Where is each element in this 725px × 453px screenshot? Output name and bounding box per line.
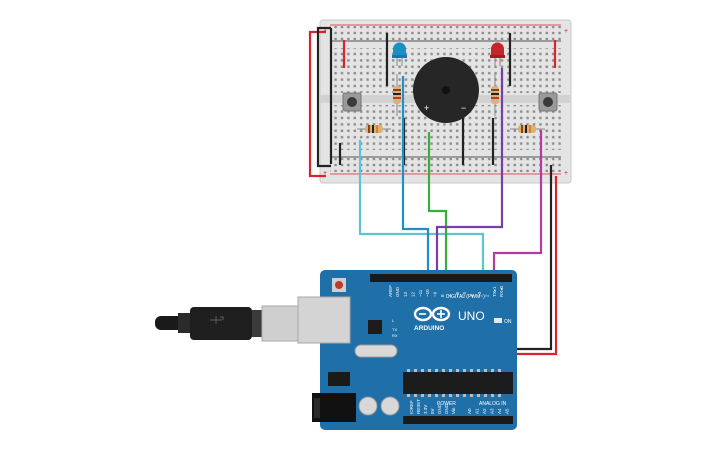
model-label: UNO: [458, 309, 485, 323]
pin-label: IOREF: [409, 400, 414, 414]
tx-label: TX: [392, 327, 397, 332]
pin-label: 8: [440, 294, 445, 297]
usb-cable: [155, 305, 299, 342]
pin-label: GND: [437, 403, 442, 414]
pin-label: Vin: [451, 407, 456, 414]
pin-label: TX▸1: [492, 286, 497, 297]
push-button-right[interactable]: [538, 92, 558, 112]
usb-symbol-icon: [210, 316, 224, 324]
resistor-button-left: [357, 125, 391, 133]
wire-green: [427, 132, 448, 270]
pin-label: 2: [484, 294, 489, 297]
led-red: [490, 42, 505, 66]
pin-label: 12: [410, 291, 415, 297]
resistor-blue-led: [393, 74, 401, 116]
arduino-uno-board: ON ARDUINO UNO DIGITAL (PWM~) ANALOG IN …: [297, 270, 517, 430]
pin-label: A3: [490, 408, 495, 414]
buzzer-plus-label: +: [424, 103, 429, 113]
piezo-buzzer: + −: [413, 57, 479, 123]
top-power-rail: [330, 26, 561, 40]
atmega-chip: [403, 372, 513, 394]
power-header-label: POWER: [437, 401, 456, 407]
usb-chip: [368, 320, 382, 334]
usb-port: [297, 296, 351, 344]
pin-label: ~6: [455, 291, 460, 297]
bottom-power-rail: [330, 158, 561, 172]
pin-label: A0: [467, 408, 472, 414]
pin-label: AREF: [388, 285, 393, 297]
wire-rail-black-left: [316, 26, 331, 168]
digital-header-label: DIGITAL (PWM~): [446, 294, 485, 300]
pin-label: A5: [505, 408, 510, 414]
on-led: [494, 318, 502, 323]
analog-header-label: ANALOG IN: [479, 401, 507, 407]
wire-magenta: [492, 130, 543, 270]
power-analog-header: [403, 416, 513, 424]
wire-cyan: [358, 140, 485, 270]
wire-blue: [401, 76, 430, 270]
pin-label: A1: [475, 408, 480, 414]
resistor-red-led: [491, 74, 499, 116]
rail-plus-label: +: [564, 28, 568, 35]
pin-label: 5V: [430, 408, 435, 414]
pin-label: RESET: [416, 399, 421, 414]
pin-label: 3.3V: [423, 405, 428, 414]
pin-label: A2: [482, 408, 487, 414]
rail-plus-label: +: [323, 170, 327, 177]
pin-label: GND: [395, 286, 400, 297]
pin-label: ~5: [462, 291, 467, 297]
digital-header: [370, 274, 512, 282]
rx-label: RX: [392, 333, 398, 338]
push-button-left[interactable]: [342, 92, 362, 112]
pin-label: ~3: [477, 291, 482, 297]
pin-label: 7: [447, 294, 452, 297]
pin-label: GND: [444, 403, 449, 414]
capacitor: [380, 396, 400, 416]
pin-label: 13: [403, 291, 408, 297]
l-label: L: [392, 318, 395, 323]
resistor-button-right: [510, 125, 545, 133]
pin-label: ~11: [418, 289, 423, 297]
crystal: [354, 344, 398, 358]
pin-label: ~9: [433, 291, 438, 297]
on-label: ON: [504, 319, 512, 325]
pin-label: A4: [497, 408, 502, 414]
voltage-regulator: [328, 372, 350, 386]
buzzer-minus-label: −: [461, 103, 466, 113]
wire-purple: [435, 68, 504, 270]
brand-label: ARDUINO: [414, 325, 444, 332]
pin-label: ~10: [425, 289, 430, 297]
pin-label: RX◂0: [499, 285, 504, 297]
capacitor: [358, 396, 378, 416]
rail-plus-label: +: [564, 170, 568, 177]
led-blue: [392, 42, 407, 66]
arduino-logo-icon: [413, 306, 451, 322]
pin-label: 4: [470, 294, 475, 297]
